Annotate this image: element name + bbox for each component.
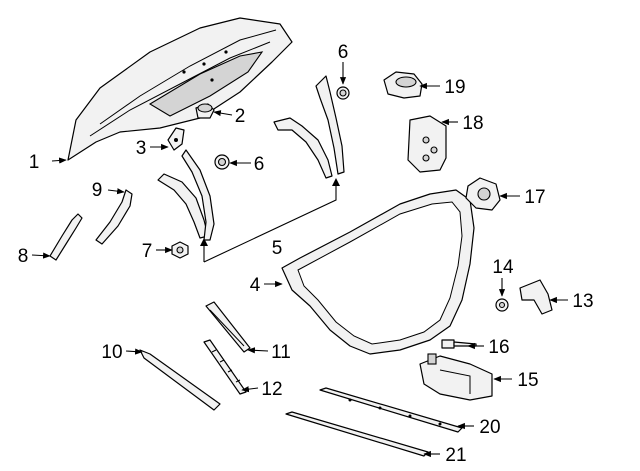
torsion-bar — [203, 339, 247, 395]
latch-assembly — [419, 353, 493, 401]
lower-seal — [285, 411, 429, 457]
callout-2: 2 — [235, 106, 246, 127]
callout-1: 1 — [29, 152, 40, 173]
callout-5: 5 — [272, 238, 283, 259]
nut-upper — [336, 86, 350, 100]
callout-17: 17 — [524, 187, 545, 208]
callout-6-upper: 6 — [338, 42, 349, 63]
latch-motor — [465, 177, 501, 211]
callout-3: 3 — [136, 138, 147, 159]
nut-lower — [214, 154, 230, 170]
callout-9: 9 — [92, 180, 103, 201]
hinge-bracket — [167, 127, 185, 151]
callout-20: 20 — [479, 417, 500, 438]
nut-small — [171, 241, 189, 259]
callout-12: 12 — [261, 379, 282, 400]
bumper-stop — [195, 103, 215, 119]
weatherstrip — [281, 189, 475, 355]
leader-lines — [31, 62, 568, 458]
callout-19: 19 — [444, 77, 465, 98]
bolt — [441, 339, 477, 349]
callout-14: 14 — [492, 257, 514, 278]
trunk-lid — [67, 17, 293, 161]
callout-21: 21 — [445, 445, 466, 466]
callout-4: 4 — [250, 275, 261, 296]
callout-11: 11 — [271, 342, 291, 363]
callout-13: 13 — [572, 291, 593, 312]
trim-piece — [95, 189, 133, 245]
callout-6-lower: 6 — [254, 154, 265, 175]
release-switch — [383, 71, 423, 99]
nut-striker — [495, 298, 509, 312]
callout-labels: 1 2 3 4 5 6 6 7 8 9 10 11 12 13 14 15 16… — [18, 42, 594, 466]
callout-15: 15 — [517, 370, 538, 391]
seal-strip — [49, 213, 83, 261]
callout-8: 8 — [18, 246, 29, 267]
callout-10: 10 — [101, 342, 122, 363]
control-module — [407, 115, 447, 173]
callout-16: 16 — [488, 337, 509, 358]
callout-18: 18 — [462, 113, 483, 134]
hinge-assembly — [157, 75, 345, 263]
callout-7: 7 — [142, 241, 153, 262]
striker-bracket — [519, 279, 553, 315]
support-rod — [139, 349, 221, 411]
